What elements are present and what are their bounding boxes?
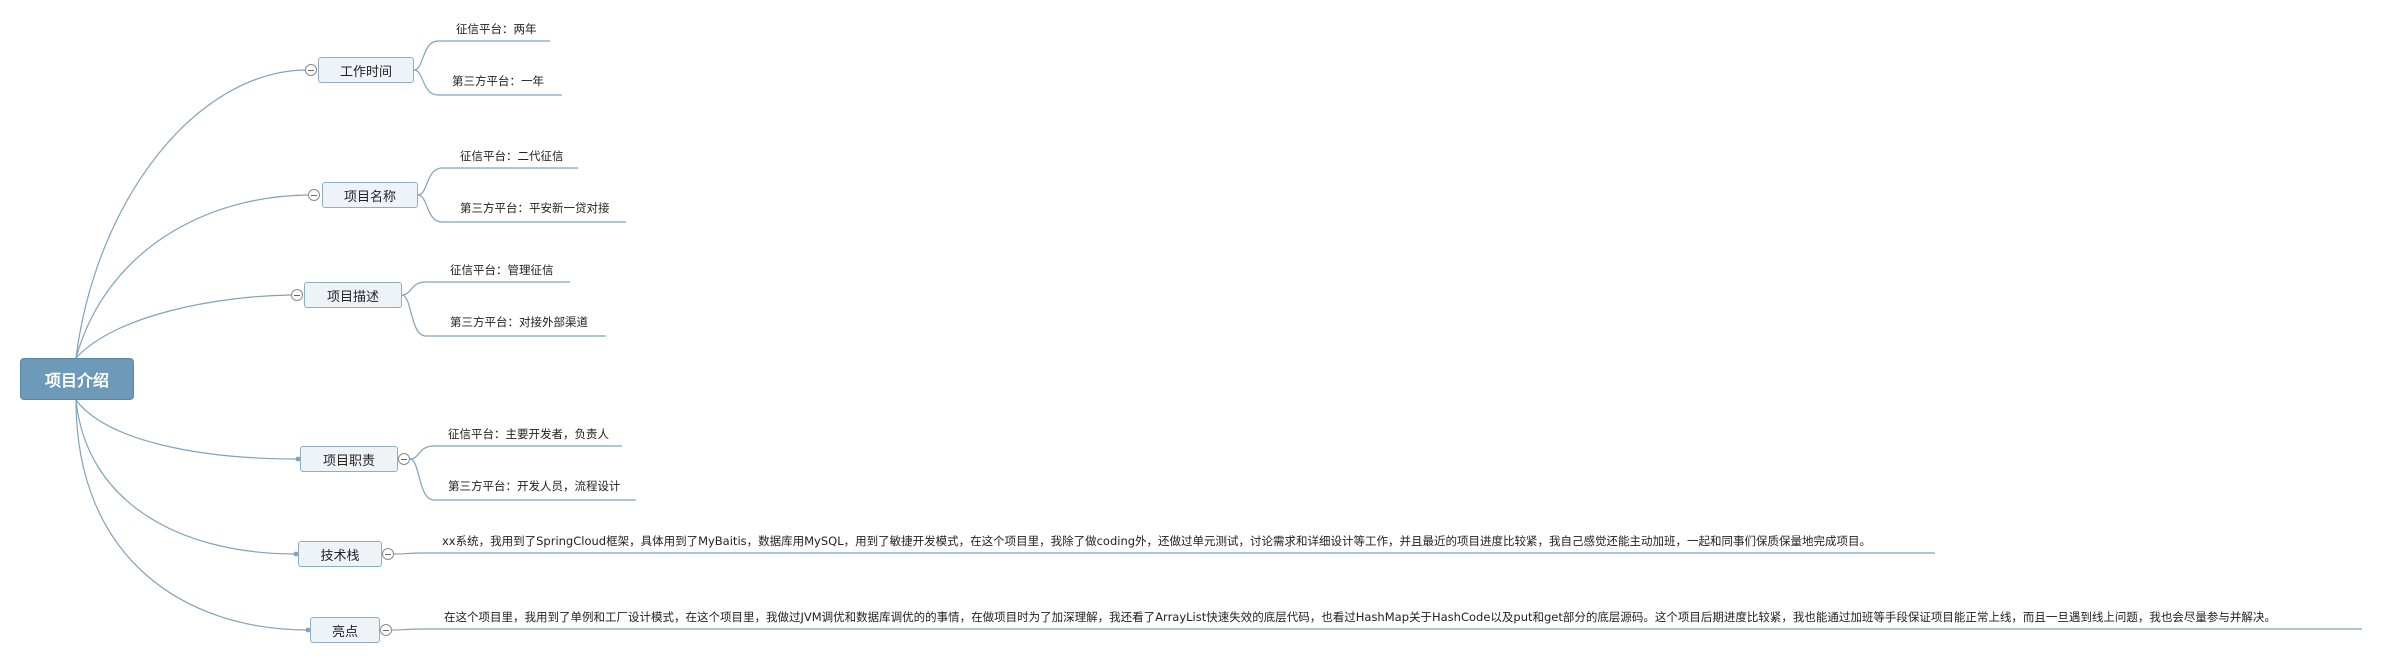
leaf-responsibility-third[interactable]: 第三方平台：开发人员，流程设计: [448, 479, 621, 493]
collapse-icon[interactable]: [305, 64, 317, 76]
root-topic[interactable]: 项目介绍: [20, 358, 134, 400]
topic-to-leaf: [413, 40, 550, 71]
topic-to-leaf: [417, 194, 626, 223]
topic-to-leaf: [413, 69, 562, 96]
leaf-project-desc-third[interactable]: 第三方平台：对接外部渠道: [450, 315, 588, 329]
connector-dot: [293, 551, 299, 557]
topic-to-leaf: [401, 294, 606, 337]
topic-to-leaf: [409, 445, 622, 460]
collapse-icon[interactable]: [308, 189, 320, 201]
topic-project-name[interactable]: 项目名称: [322, 182, 418, 208]
topic-to-leaf: [393, 552, 1935, 555]
root-to-project-name: [75, 194, 309, 359]
collapse-icon[interactable]: [380, 624, 392, 636]
topic-to-leaf: [391, 628, 2362, 631]
connector-dot: [295, 456, 301, 462]
topic-to-leaf: [409, 458, 636, 501]
leaf-tech-stack-detail[interactable]: xx系统，我用到了SpringCloud框架，具体用到了MyBaitis，数据库…: [442, 534, 1872, 548]
root-to-project-desc: [75, 294, 292, 359]
topic-to-leaf: [401, 281, 570, 296]
leaf-project-name-third[interactable]: 第三方平台：平安新一贷对接: [460, 201, 610, 215]
topic-responsibility[interactable]: 项目职责: [300, 446, 398, 472]
topic-tech-stack[interactable]: 技术栈: [298, 541, 382, 567]
leaf-highlights-detail[interactable]: 在这个项目里，我用到了单例和工厂设计模式，在这个项目里，我做过JVM调优和数据库…: [444, 610, 2276, 624]
collapse-icon[interactable]: [291, 289, 303, 301]
topic-highlights[interactable]: 亮点: [310, 617, 380, 643]
topic-to-leaf: [417, 167, 578, 196]
root-to-highlights: [75, 399, 309, 631]
root-to-responsibility: [75, 399, 299, 460]
root-to-tech-stack: [75, 399, 297, 555]
collapse-icon[interactable]: [398, 453, 410, 465]
leaf-work-time-credit[interactable]: 征信平台：两年: [456, 22, 537, 36]
connector-dot: [305, 627, 311, 633]
topic-project-desc[interactable]: 项目描述: [304, 282, 402, 308]
leaf-project-name-credit[interactable]: 征信平台：二代征信: [460, 149, 564, 163]
root-to-work-time: [75, 69, 306, 359]
leaf-responsibility-credit[interactable]: 征信平台：主要开发者，负责人: [448, 427, 609, 441]
leaf-work-time-third[interactable]: 第三方平台：一年: [452, 74, 544, 88]
topic-work-time[interactable]: 工作时间: [318, 57, 414, 83]
leaf-project-desc-credit[interactable]: 征信平台：管理征信: [450, 263, 554, 277]
collapse-icon[interactable]: [382, 548, 394, 560]
